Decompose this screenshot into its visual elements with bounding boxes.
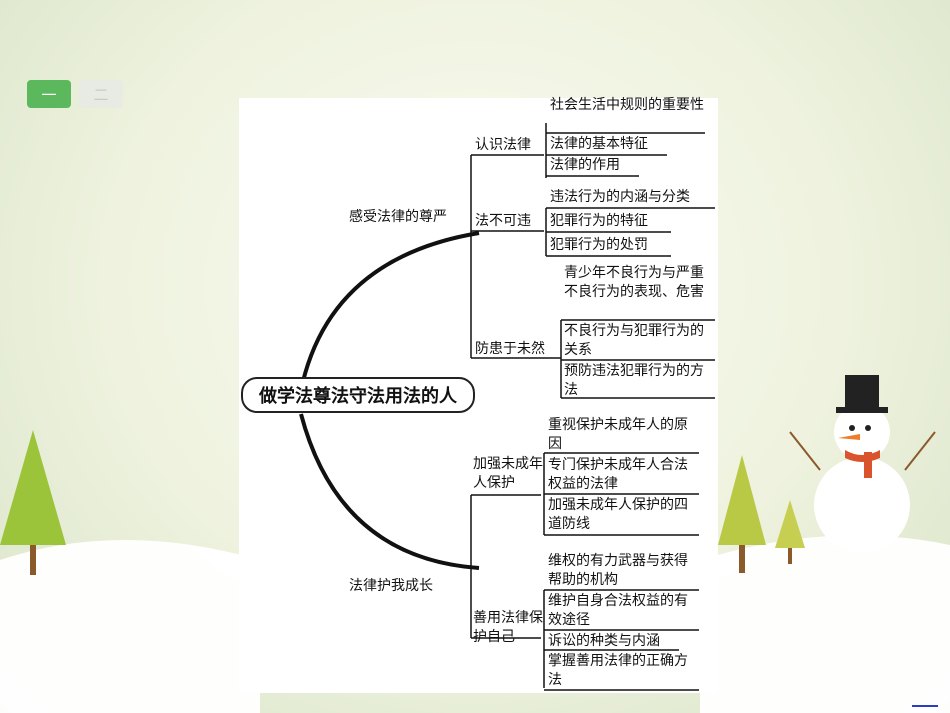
- leaf-5-3: 诉讼的种类与内涵: [548, 633, 660, 649]
- sub-label-1: 认识法律: [475, 137, 531, 153]
- connector-root-to-branch1: [299, 231, 480, 391]
- tree-icon-right-large: [718, 455, 766, 573]
- leaf-5-1: 维权的有力武器与获得帮助的机构: [548, 553, 688, 588]
- leaf-1-1: 社会生活中规则的重要性: [550, 97, 704, 113]
- sub-label-3: 防患于未然: [475, 341, 545, 357]
- leaf-4-1: 重视保护未成年人的原因: [548, 417, 688, 452]
- leaf-1-3: 法律的作用: [550, 157, 620, 173]
- leaf-3-1: 青少年不良行为与严重不良行为的表现、危害: [564, 265, 704, 300]
- snowman-icon: [789, 375, 936, 553]
- slide-bottom-marker: [912, 705, 938, 707]
- leaf-5-2: 维护自身合法权益的有效途径: [548, 593, 688, 628]
- mindmap-connectors: [299, 123, 715, 691]
- sub-label-4: 加强未成年人保护: [473, 456, 543, 491]
- leaf-2-3: 犯罪行为的处罚: [550, 237, 648, 253]
- leaf-3-2: 不良行为与犯罪行为的关系: [564, 323, 704, 358]
- mindmap-panel: 做学法尊法守法用法的人 感受法律的尊严 法律护我成长 认识法律 法不可违 防患于…: [239, 97, 718, 693]
- branch-1-label: 感受法律的尊严: [349, 209, 447, 225]
- sub-label-2: 法不可违: [475, 213, 531, 229]
- tree-icon-left: [0, 430, 66, 575]
- tree-icon-right-small: [775, 500, 805, 564]
- leaf-1-2: 法律的基本特征: [550, 136, 648, 152]
- sub-label-5: 善用法律保护自己: [473, 610, 543, 645]
- leaf-2-2: 犯罪行为的特征: [550, 213, 648, 229]
- branch-2-label: 法律护我成长: [349, 578, 433, 594]
- connector-root-to-branch2: [299, 413, 480, 570]
- tab-section-1[interactable]: 一: [27, 80, 71, 108]
- leaf-4-2: 专门保护未成年人合法权益的法律: [548, 457, 688, 492]
- mindmap-root-node: 做学法尊法守法用法的人: [241, 377, 475, 413]
- snow-hill-left: [0, 540, 260, 713]
- leaf-3-3: 预防违法犯罪行为的方法: [564, 363, 704, 398]
- leaf-4-3: 加强未成年人保护的四道防线: [548, 497, 688, 532]
- snow-hill-right: [700, 535, 950, 713]
- leaf-5-4: 掌握善用法律的正确方法: [548, 653, 688, 688]
- leaf-2-1: 违法行为的内涵与分类: [550, 189, 690, 205]
- tab-section-2[interactable]: 二: [79, 80, 123, 108]
- section-tabs: 一 二: [27, 80, 123, 108]
